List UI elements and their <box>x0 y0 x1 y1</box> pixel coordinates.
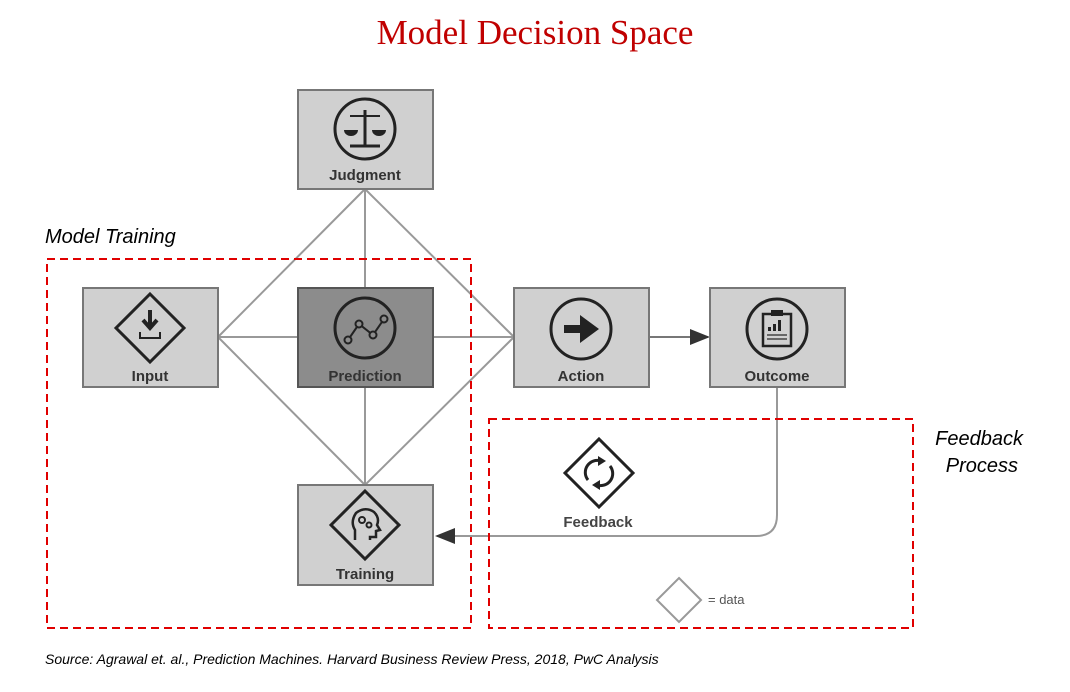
node-feedback: Feedback <box>562 436 636 531</box>
feedback-process-group <box>488 418 914 629</box>
node-input: Input <box>82 287 219 388</box>
node-label: Input <box>132 368 169 385</box>
model-training-group <box>46 258 472 629</box>
model-training-label: Model Training <box>45 226 176 248</box>
node-prediction: Prediction <box>297 287 434 388</box>
feedback-process-label-1: Feedback <box>935 428 1024 450</box>
page-title: Model Decision Space <box>377 13 694 52</box>
legend: = data <box>655 576 745 624</box>
trend-line-icon <box>333 296 397 360</box>
legend-label: = data <box>708 592 745 607</box>
node-action: Action <box>513 287 650 388</box>
node-label: Judgment <box>329 167 401 184</box>
node-label: Training <box>336 566 394 583</box>
node-label: Prediction <box>328 368 401 385</box>
clipboard-report-icon <box>745 297 809 361</box>
refresh-cycle-icon <box>562 436 636 510</box>
source-note: Source: Agrawal et. al., Prediction Mach… <box>45 651 659 667</box>
arrow-right-icon <box>549 297 613 361</box>
head-gears-icon <box>328 488 402 562</box>
node-training: Training <box>297 484 434 586</box>
node-label: Action <box>558 368 605 385</box>
node-judgment: Judgment <box>297 89 434 190</box>
node-outcome: Outcome <box>709 287 846 388</box>
feedback-process-label-2: Process <box>946 455 1018 477</box>
node-label: Feedback <box>563 514 633 531</box>
download-icon <box>113 291 187 365</box>
node-label: Outcome <box>744 368 809 385</box>
connectors <box>217 188 778 544</box>
data-diamond-icon <box>655 576 703 624</box>
scales-icon <box>333 97 397 161</box>
